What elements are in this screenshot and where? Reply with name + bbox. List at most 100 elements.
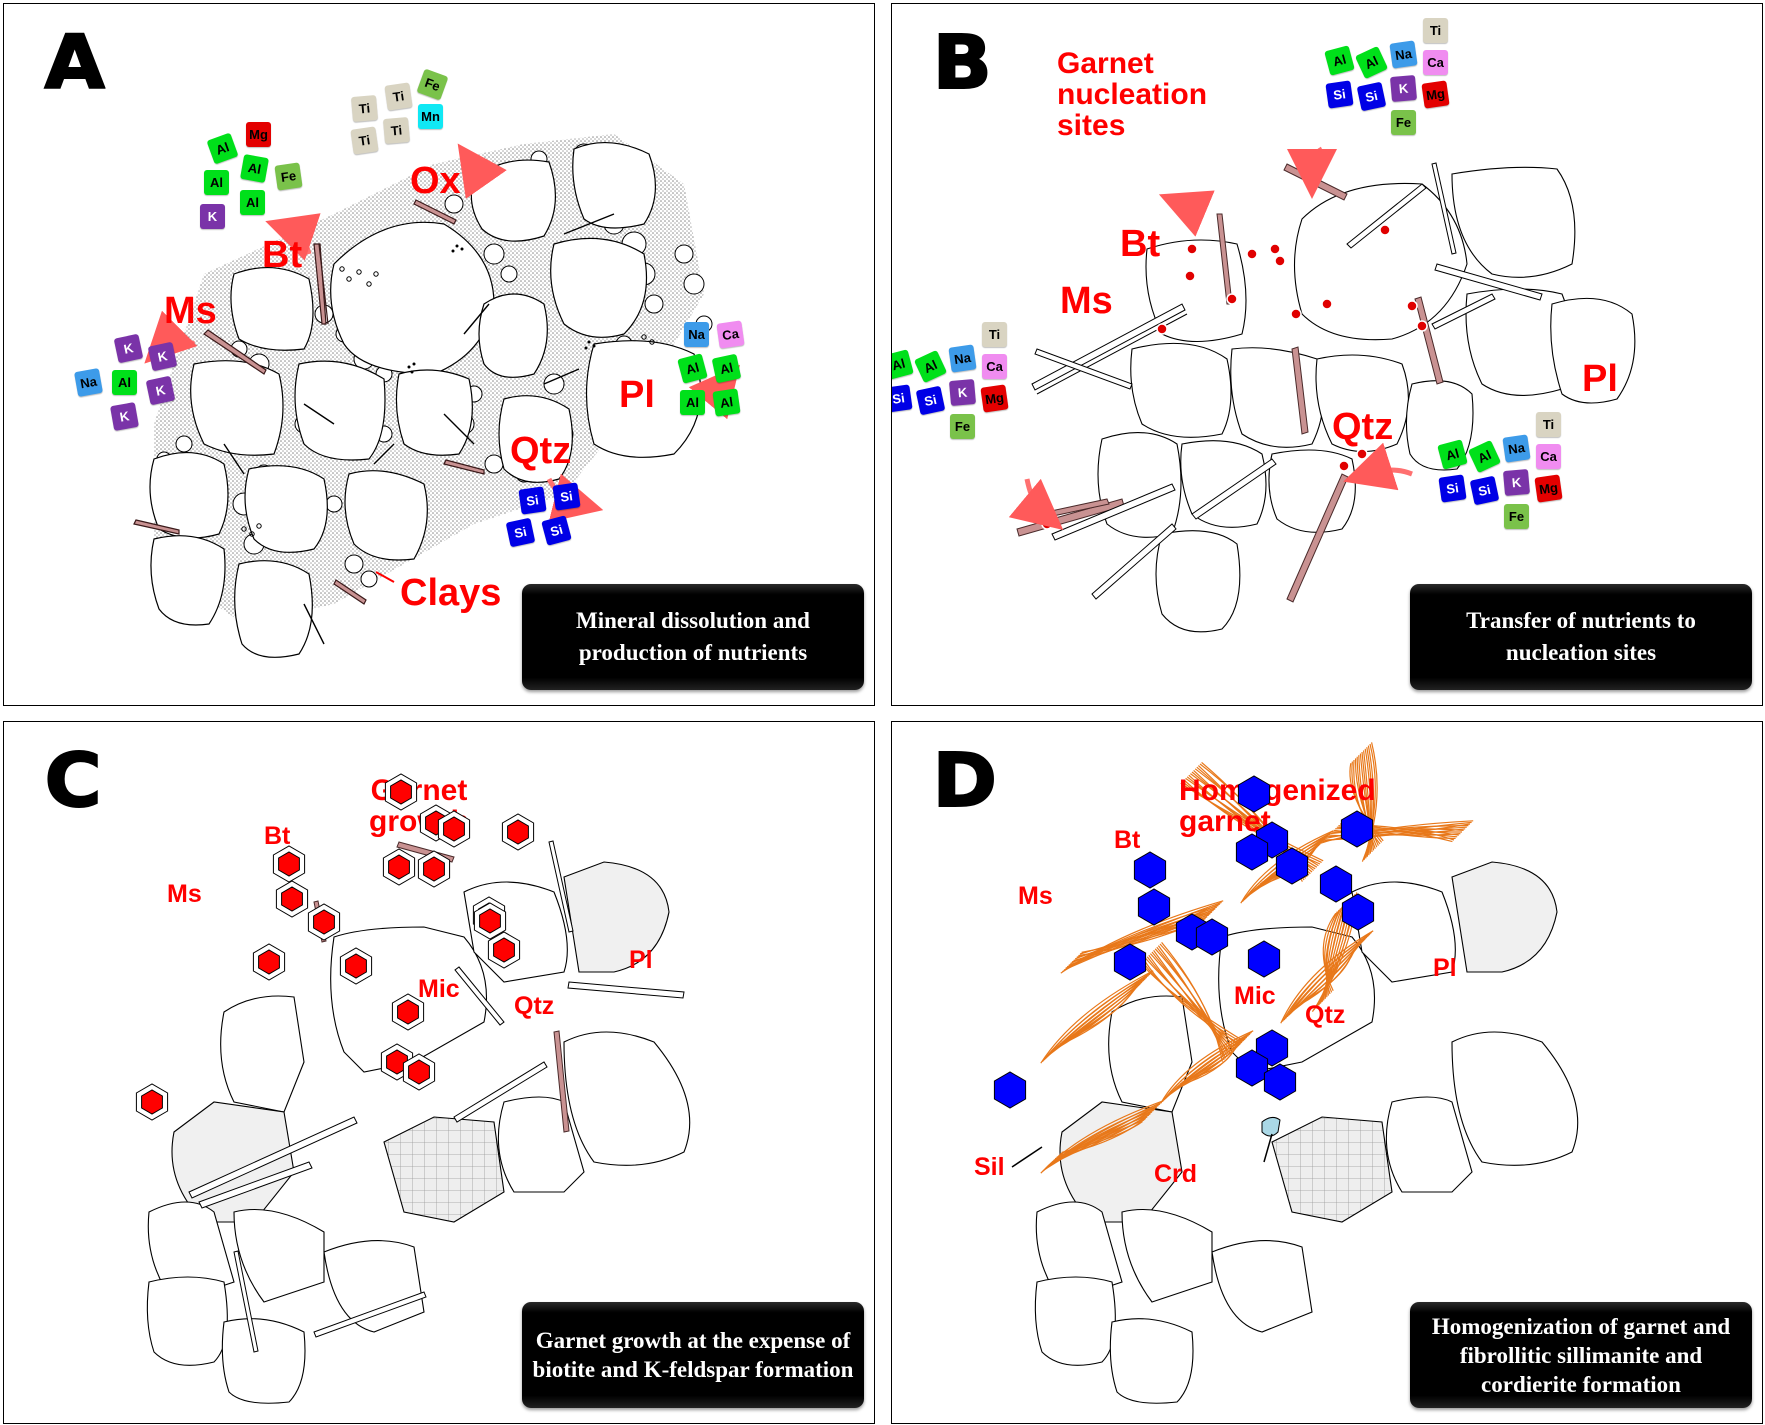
element-tile-si: Si (1438, 474, 1467, 503)
element-tile-al: Al (240, 190, 265, 215)
garnet-crystal (993, 1071, 1027, 1109)
sillimanite-fiber (1070, 909, 1214, 965)
grains (1097, 166, 1636, 633)
element-tile-mg: Mg (246, 122, 271, 147)
label-pl: Pl (629, 946, 653, 974)
label-pl: Pl (619, 374, 655, 416)
sillimanite-fiber (1059, 989, 1135, 1045)
label-ms: Ms (1018, 882, 1053, 910)
element-tile-ti: Ti (1536, 412, 1561, 437)
element-tile-al: Al (240, 154, 269, 183)
garnet-crystal (1235, 1049, 1269, 1087)
garnet-crystal (408, 1059, 430, 1085)
element-tile-ti: Ti (1423, 18, 1448, 43)
element-tile-fe: Fe (950, 414, 975, 439)
element-tile-si: Si (552, 482, 581, 511)
label-qtz: Qtz (1332, 406, 1394, 448)
garnet-crystal (313, 909, 335, 935)
panel-letter: B (932, 20, 993, 106)
garnet-nucleation-title: Garnet nucleation sites (1057, 47, 1208, 142)
element-tile-k: K (1502, 468, 1531, 497)
caption: Homogenization of garnet and fibrollitic… (1410, 1302, 1752, 1408)
label-bt: Bt (264, 822, 291, 850)
element-tile-k: K (147, 341, 178, 372)
grains (146, 861, 691, 1404)
element-tile-mg: Mg (1421, 80, 1450, 109)
label-bt: Bt (1120, 223, 1161, 265)
element-tile-ca: Ca (1423, 50, 1448, 75)
sillimanite-fiber (1141, 961, 1242, 1043)
element-tile-na: Na (74, 368, 103, 397)
sillimanite-fiber (1280, 930, 1374, 1024)
element-tile-si: Si (518, 486, 547, 515)
mica-flakes (188, 840, 685, 1353)
label-sil: Sil (974, 1153, 1005, 1181)
caption: Mineral dissolution and production of nu… (522, 584, 864, 690)
panel-letter: D (931, 738, 998, 824)
garnet-crystal (281, 886, 303, 912)
garnet-crystal (388, 854, 410, 880)
inclusions (241, 266, 655, 537)
element-tile-k: K (110, 402, 139, 431)
sillimanite-fiber (1149, 953, 1235, 1051)
element-tile-fe: Fe (274, 162, 303, 191)
sillimanite-fiber (1050, 1109, 1154, 1165)
caption: Transfer of nutrients to nucleation site… (1410, 584, 1752, 690)
sillimanite-fiber (1181, 1051, 1233, 1083)
sillimanite-fiber (1285, 935, 1369, 1019)
grain-contacts (223, 213, 615, 645)
crd-pointer (1263, 1133, 1273, 1163)
label-crd: Crd (1154, 1160, 1198, 1188)
element-tile-fe: Fe (1391, 110, 1416, 135)
garnet-crystal (1275, 847, 1309, 885)
garnet-crystal (1247, 940, 1281, 978)
garnet-crystal (1237, 775, 1271, 813)
element-tile-k: K (948, 378, 977, 407)
garnet-crystal (386, 1049, 408, 1075)
transfer-arrows (1008, 146, 1413, 531)
element-tile-k: K (145, 375, 176, 406)
element-tile-mn: Mn (418, 104, 443, 129)
sillimanite-fiber (1045, 975, 1149, 1059)
garnet-crystal (1195, 918, 1229, 956)
label-clays: Clays (400, 572, 502, 614)
label-bt: Bt (262, 234, 303, 276)
garnet-crystal (1341, 893, 1375, 931)
garnet-crystal (390, 779, 412, 805)
label-mic: Mic (418, 975, 460, 1003)
element-tile-mg: Mg (1534, 474, 1563, 503)
element-tile-k: K (200, 204, 225, 229)
sillimanite-fiber (1289, 939, 1364, 1014)
element-tile-si: Si (505, 517, 536, 548)
element-tile-ti: Ti (350, 126, 379, 155)
garnet-crystal (1340, 810, 1374, 848)
panel-b: B Garnet nucleation sites Bt Ms Pl Qtz T… (891, 3, 1763, 706)
label-ox: Ox (410, 160, 461, 202)
label-ms: Ms (167, 880, 202, 908)
label-qtz: Qtz (510, 430, 572, 472)
garnet-crystal (1319, 865, 1353, 903)
element-tile-fe: Fe (1504, 504, 1529, 529)
label-ms: Ms (1060, 280, 1113, 322)
element-tile-na: Na (948, 344, 977, 373)
garnet-crystal (1235, 833, 1269, 871)
panel-d-illustration (1011, 742, 1579, 1404)
panel-a-illustration (133, 134, 741, 658)
sillimanite-fiber (1361, 751, 1373, 853)
garnet-crystal (1113, 943, 1147, 981)
panel-d: D Homogenized garnet Bt Ms Mic Qtz Pl Si… (891, 721, 1763, 1424)
sillimanite-fiber (1240, 830, 1334, 904)
panel-letter: A (44, 20, 106, 106)
sillimanite-fiber (1363, 750, 1371, 854)
garnet-crystal (141, 1089, 163, 1115)
element-tile-al: Al (712, 388, 741, 417)
panel-c: C Garnet growth Bt Ms Mic Qtz Pl Garnet … (3, 721, 875, 1424)
garnet-crystal (507, 819, 529, 845)
element-tile-ti: Ti (982, 322, 1007, 347)
garnet-crystal (258, 949, 280, 975)
grains (1034, 861, 1579, 1404)
garnet-crystal (479, 908, 501, 934)
sillimanite-fiber (1145, 958, 1239, 1047)
sillimanite-fiber (1365, 745, 1375, 859)
